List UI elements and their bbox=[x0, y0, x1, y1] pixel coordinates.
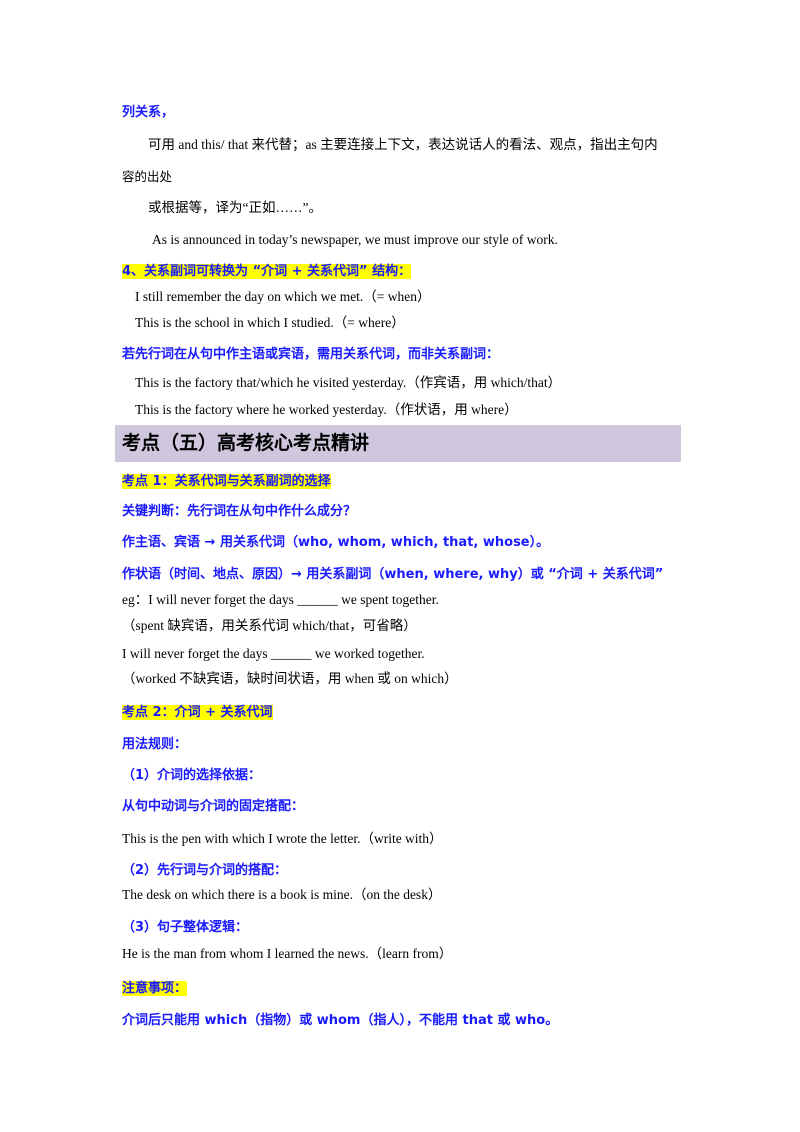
subheading: （3）句子整体逻辑： bbox=[122, 920, 249, 935]
example-sentence: This is the pen with which I wrote the l… bbox=[122, 831, 443, 846]
subheading: 从句中动词与介词的固定搭配： bbox=[122, 799, 305, 814]
subheading: 用法规则： bbox=[122, 737, 188, 752]
rule-line: 作主语、宾语 → 用关系代词（who, whom, which, that, w… bbox=[122, 535, 550, 550]
example-sentence: As is announced in today’s newspaper, we… bbox=[152, 232, 558, 247]
section-title: 考点（五）高考核心考点精讲 bbox=[122, 432, 370, 454]
example-sentence: I still remember the day on which we met… bbox=[135, 289, 431, 304]
example-sentence: This is the factory that/which he visite… bbox=[135, 375, 562, 390]
text-line: 容的出处 bbox=[122, 169, 173, 184]
highlighted-heading: 注意事项： bbox=[122, 981, 188, 996]
highlighted-heading: 4、关系副词可转换为 “介词 + 关系代词” 结构： bbox=[122, 264, 412, 279]
example-sentence: eg：I will never forget the days ______ w… bbox=[122, 592, 439, 607]
example-note: （worked 不缺宾语，缺时间状语，用 when 或 on which） bbox=[122, 671, 458, 686]
subheading: （2）先行词与介词的搭配： bbox=[122, 863, 288, 878]
example-note: （spent 缺宾语，用关系代词 which/that，可省略） bbox=[122, 618, 417, 633]
notice-text: 介词后只能用 which（指物）或 whom（指人），不能用 that 或 wh… bbox=[122, 1013, 559, 1028]
subheading: 4、关系副词可转换为 “介词 + 关系代词” 结构： bbox=[122, 263, 412, 281]
text-line: 或根据等，译为“正如……”。 bbox=[148, 200, 322, 215]
subheading: （1）介词的选择依据： bbox=[122, 768, 262, 783]
example-sentence: I will never forget the days ______ we w… bbox=[122, 646, 425, 661]
highlighted-heading: 考点 1：关系代词与关系副词的选择 bbox=[122, 474, 331, 489]
point-title: 考点 1：关系代词与关系副词的选择 bbox=[122, 473, 331, 491]
example-sentence: The desk on which there is a book is min… bbox=[122, 887, 442, 902]
subheading: 注意事项： bbox=[122, 980, 188, 998]
subheading: 若先行词在从句中作主语或宾语，需用关系代词，而非关系副词： bbox=[122, 347, 500, 362]
example-sentence: He is the man from whom I learned the ne… bbox=[122, 946, 453, 961]
text-line: 列关系， bbox=[122, 105, 175, 120]
text-line: 可用 and this/ that 来代替；as 主要连接上下文，表达说话人的看… bbox=[148, 137, 658, 152]
subheading: 关键判断：先行词在从句中作什么成分？ bbox=[122, 504, 357, 519]
section-header-bar bbox=[115, 425, 681, 462]
example-sentence: This is the school in which I studied.（=… bbox=[135, 315, 405, 330]
rule-line: 作状语（时间、地点、原因）→ 用关系副词（when, where, why）或 … bbox=[122, 567, 664, 582]
highlighted-heading: 考点 2：介词 + 关系代词 bbox=[122, 705, 273, 720]
example-sentence: This is the factory where he worked yest… bbox=[135, 402, 518, 417]
point-title: 考点 2：介词 + 关系代词 bbox=[122, 704, 273, 722]
